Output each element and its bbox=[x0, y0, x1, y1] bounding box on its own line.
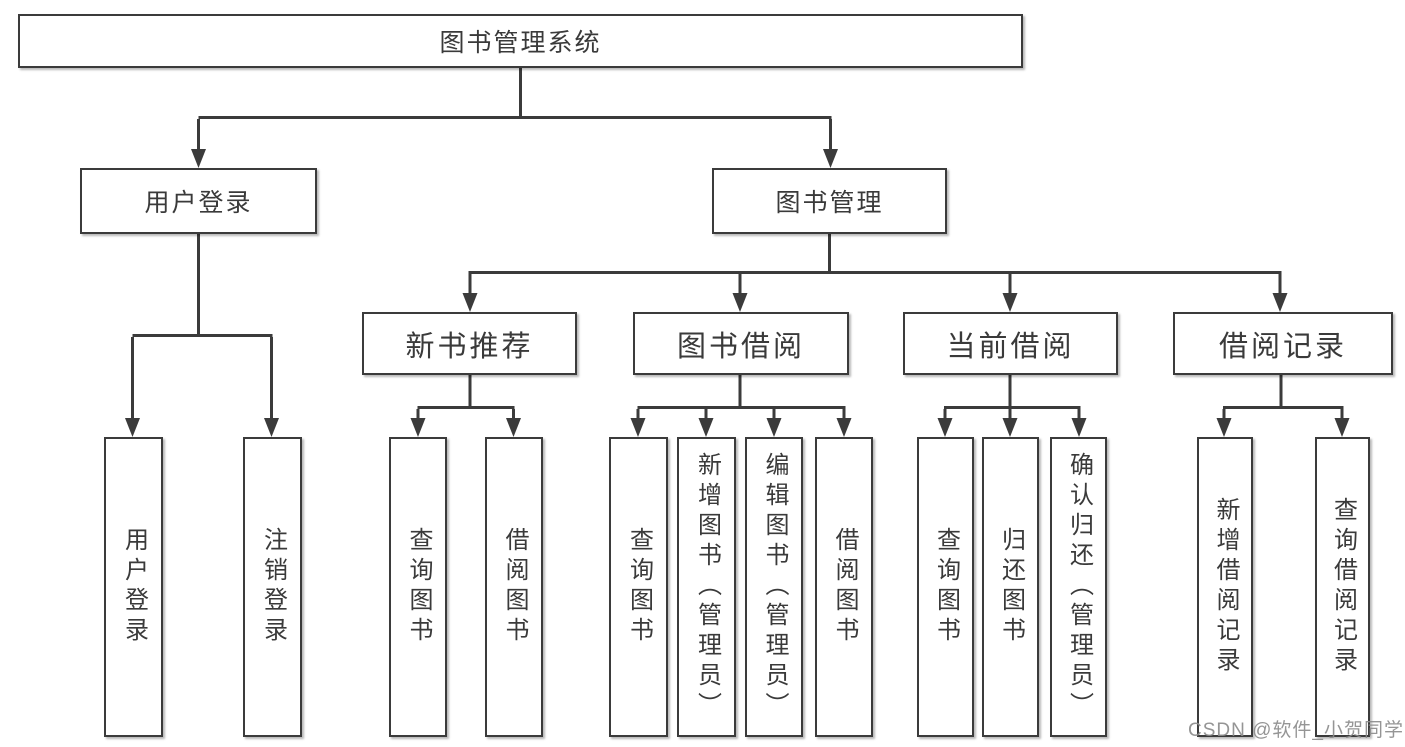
node-label: 归还图书 bbox=[997, 527, 1025, 647]
node-label: 查询图书 bbox=[625, 527, 653, 647]
leaf-query-books-borrow: 查询图书 bbox=[609, 437, 668, 737]
leaf-query-books-current: 查询图书 bbox=[917, 437, 974, 737]
node-book-management: 图书管理 bbox=[712, 168, 947, 234]
node-label: 用户登录 bbox=[144, 189, 253, 217]
node-label: 查询图书 bbox=[932, 527, 960, 647]
leaf-return-books: 归还图书 bbox=[982, 437, 1039, 737]
node-label: 图书管理 bbox=[775, 189, 884, 217]
node-label: 图书借阅 bbox=[676, 330, 805, 363]
node-label: 借阅图书 bbox=[501, 527, 528, 647]
node-label: 查询借阅记录 bbox=[1329, 497, 1357, 677]
leaf-user-login: 用户登录 bbox=[104, 437, 163, 737]
node-current-borrow: 当前借阅 bbox=[903, 312, 1118, 375]
node-label: 编辑图书（管理员） bbox=[761, 452, 788, 722]
node-root-system: 图书管理系统 bbox=[18, 14, 1023, 68]
node-book-borrow: 图书借阅 bbox=[633, 312, 849, 375]
node-new-book-recommend: 新书推荐 bbox=[362, 312, 577, 375]
leaf-add-borrow-record: 新增借阅记录 bbox=[1197, 437, 1253, 737]
node-user-login: 用户登录 bbox=[80, 168, 317, 234]
node-borrow-records: 借阅记录 bbox=[1173, 312, 1393, 375]
leaf-logout: 注销登录 bbox=[243, 437, 302, 737]
node-label: 新增图书（管理员） bbox=[693, 452, 721, 722]
node-label: 用户登录 bbox=[120, 527, 148, 647]
node-label: 注销登录 bbox=[259, 527, 287, 647]
node-label: 借阅记录 bbox=[1218, 330, 1347, 363]
node-label: 查询图书 bbox=[405, 527, 432, 647]
node-label: 借阅图书 bbox=[831, 527, 858, 647]
leaf-query-borrow-record: 查询借阅记录 bbox=[1315, 437, 1370, 737]
leaf-query-books-recommend: 查询图书 bbox=[389, 437, 447, 737]
node-label: 确认归还（管理员） bbox=[1065, 452, 1093, 722]
node-label: 新书推荐 bbox=[405, 330, 534, 363]
leaf-borrow-books-recommend: 借阅图书 bbox=[485, 437, 543, 737]
leaf-confirm-return-admin: 确认归还（管理员） bbox=[1050, 437, 1107, 737]
leaf-borrow-books: 借阅图书 bbox=[815, 437, 873, 737]
node-label: 图书管理系统 bbox=[439, 29, 602, 57]
leaf-add-books-admin: 新增图书（管理员） bbox=[677, 437, 736, 737]
csdn-watermark: CSDN @软件_小贺同学 bbox=[1188, 720, 1404, 741]
node-label: 新增借阅记录 bbox=[1212, 497, 1239, 677]
node-label: 当前借阅 bbox=[946, 330, 1075, 363]
leaf-edit-books-admin: 编辑图书（管理员） bbox=[745, 437, 803, 737]
